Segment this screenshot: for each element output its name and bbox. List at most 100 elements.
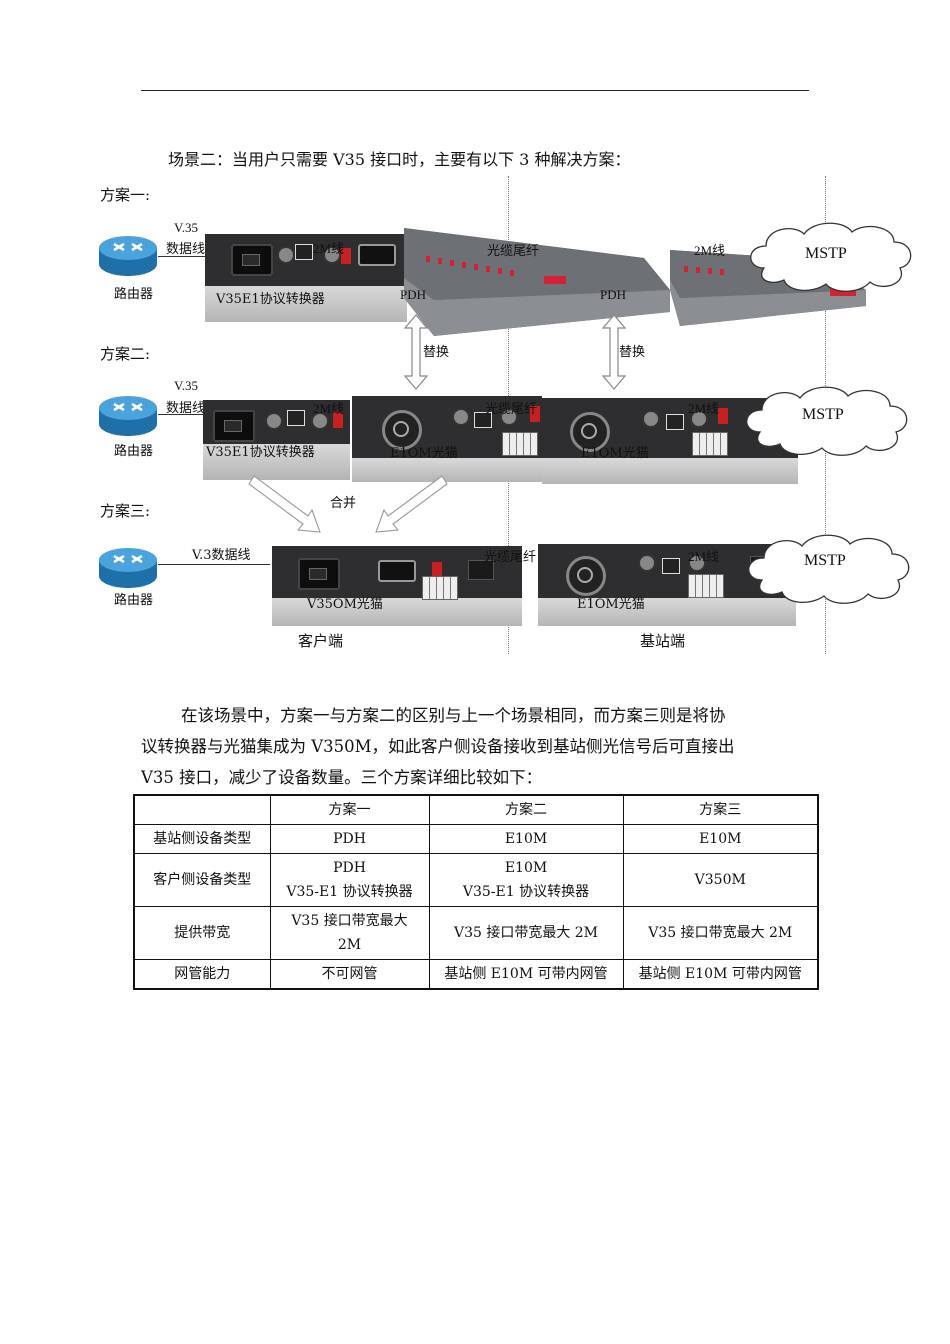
table-cell: 不可网管	[269, 959, 430, 990]
v35-cable	[158, 256, 208, 257]
cell-line: 2M	[337, 937, 362, 953]
table-cell: E10M	[622, 824, 819, 854]
paragraph-line-1: 在该场景中，方案一与方案二的区别与上一个场景相同，而方案三则是将协	[181, 706, 726, 725]
replace-label-left: 替换	[423, 345, 450, 360]
bnc-port-icon	[688, 554, 706, 572]
table-header-row: 方案一 方案二 方案三	[133, 794, 819, 825]
dip-switch-icon	[333, 412, 343, 428]
pdh-device-left	[404, 228, 670, 336]
bnc-port-icon	[638, 554, 656, 572]
pdh-label-right: PDH	[600, 287, 627, 302]
table-cell: E10M	[428, 824, 624, 854]
table-cell: PDH	[269, 824, 430, 854]
fiber-label: 光缆尾纤	[485, 402, 538, 417]
replace-label-right: 替换	[619, 345, 646, 360]
v35e1-converter-device	[205, 234, 407, 322]
router-label: 路由器	[114, 593, 154, 608]
v35om-label: V35OM光猫	[307, 597, 383, 612]
db-connector-icon	[378, 560, 416, 582]
table-cell: V35 接口带宽最大 2M	[269, 906, 430, 960]
v35e1-converter-label: V35E1协议转换器	[216, 292, 325, 307]
rj45-port-icon	[662, 558, 680, 574]
paragraph-line-2: 议转换器与光猫集成为 V350M，如此客户侧设备接收到基站侧光信号后可直接出	[141, 737, 735, 756]
table-cell: V350M	[622, 853, 819, 907]
paragraph-line-3: V35 接口，减少了设备数量。三个方案详细比较如下：	[141, 768, 543, 787]
row-label: 网管能力	[133, 959, 271, 990]
bnc-port-icon	[311, 412, 329, 430]
row-label: 提供带宽	[133, 906, 271, 960]
dip-switch-icon	[432, 562, 442, 578]
two-m-line-label: 2M线	[694, 243, 726, 258]
scheme-one-title: 方案一:	[100, 186, 151, 204]
pdh-label-left: PDH	[400, 287, 427, 302]
two-m-line-label: 2M线	[313, 241, 345, 256]
data-line-label: 数据线	[166, 401, 206, 416]
comparison-table: 方案一 方案二 方案三 基站侧设备类型 PDH E10M E10M 客户侧设备类…	[133, 794, 819, 990]
v35-label: V.35	[174, 378, 198, 393]
table-cell: V35 接口带宽最大 2M	[622, 906, 819, 960]
double-arrow-icon	[602, 314, 626, 390]
bnc-port-icon	[642, 410, 660, 428]
e1om-label-customer: E1OM光猫	[390, 446, 458, 461]
router-label: 路由器	[114, 444, 154, 459]
router-icon	[99, 396, 157, 436]
two-m-line-label: 2M线	[688, 549, 720, 564]
rj45-port-icon	[287, 410, 305, 426]
table-row: 网管能力 不可网管 基站侧 E10M 可带内网管 基站侧 E10M 可带内网管	[133, 959, 819, 990]
merge-arrows-icon	[248, 475, 448, 533]
bnc-port-icon	[277, 246, 295, 264]
power-socket-icon	[298, 558, 340, 590]
table-header-cell: 方案一	[269, 794, 430, 825]
bnc-port-icon	[265, 412, 283, 430]
fiber-label: 光缆尾纤	[484, 550, 537, 565]
mstp-label: MSTP	[804, 552, 846, 569]
table-header-cell: 方案三	[622, 794, 819, 825]
dip-switch-icon	[341, 248, 351, 264]
rj45-port-icon	[666, 414, 684, 430]
two-m-line-label: 2M线	[688, 401, 720, 416]
dip-switch-icon	[718, 408, 728, 424]
mstp-cloud-icon	[750, 222, 912, 292]
scheme-two-title: 方案二:	[100, 345, 151, 363]
e1om-label-base: E1OM光猫	[577, 597, 645, 612]
table-header-cell: 方案二	[428, 794, 624, 825]
v35-cable	[158, 414, 206, 415]
v35-cable	[158, 564, 270, 565]
fiber-label: 光缆尾纤	[487, 244, 540, 259]
two-m-line-label: 2M线	[313, 401, 345, 416]
v35e1-converter-device	[203, 400, 350, 480]
double-arrow-icon	[404, 314, 428, 390]
rj45-port-icon	[295, 244, 313, 260]
table-cell: 基站侧 E10M 可带内网管	[428, 959, 624, 990]
row-label: 客户侧设备类型	[133, 853, 271, 907]
indicator-panel-icon	[422, 576, 458, 600]
cell-line: V35-E1 协议转换器	[462, 884, 590, 900]
indicator-panel-icon	[692, 432, 728, 456]
indicator-panel-icon	[688, 574, 724, 598]
scheme-three-title: 方案三:	[100, 502, 151, 520]
mstp-label: MSTP	[805, 245, 847, 262]
table-cell: PDH V35-E1 协议转换器	[269, 853, 430, 907]
v3-data-line-label: V.3数据线	[192, 548, 251, 563]
power-socket-icon	[231, 244, 273, 276]
router-icon	[99, 236, 157, 276]
cell-line: PDH	[333, 860, 366, 876]
power-connector-icon	[566, 556, 606, 596]
header-rule	[141, 90, 809, 91]
bnc-port-icon	[323, 246, 341, 264]
e1om-device-customer	[352, 396, 542, 482]
mstp-label: MSTP	[802, 406, 844, 423]
intro-text: 场景二：当用户只需要 V35 接口时，主要有以下 3 种解决方案：	[168, 150, 631, 169]
power-socket-icon	[213, 410, 255, 442]
base-side-label: 基站端	[640, 632, 686, 650]
table-cell: V35 接口带宽最大 2M	[428, 906, 624, 960]
bnc-port-icon	[500, 408, 518, 426]
mstp-cloud-icon	[746, 386, 908, 456]
table-cell: 基站侧 E10M 可带内网管	[622, 959, 819, 990]
bnc-port-icon	[452, 408, 470, 426]
bnc-port-icon	[690, 410, 708, 428]
v35-label: V.35	[174, 220, 198, 235]
table-row: 提供带宽 V35 接口带宽最大 2M V35 接口带宽最大 2M V35 接口带…	[133, 906, 819, 960]
router-icon	[99, 548, 157, 588]
v35om-device	[272, 546, 522, 626]
